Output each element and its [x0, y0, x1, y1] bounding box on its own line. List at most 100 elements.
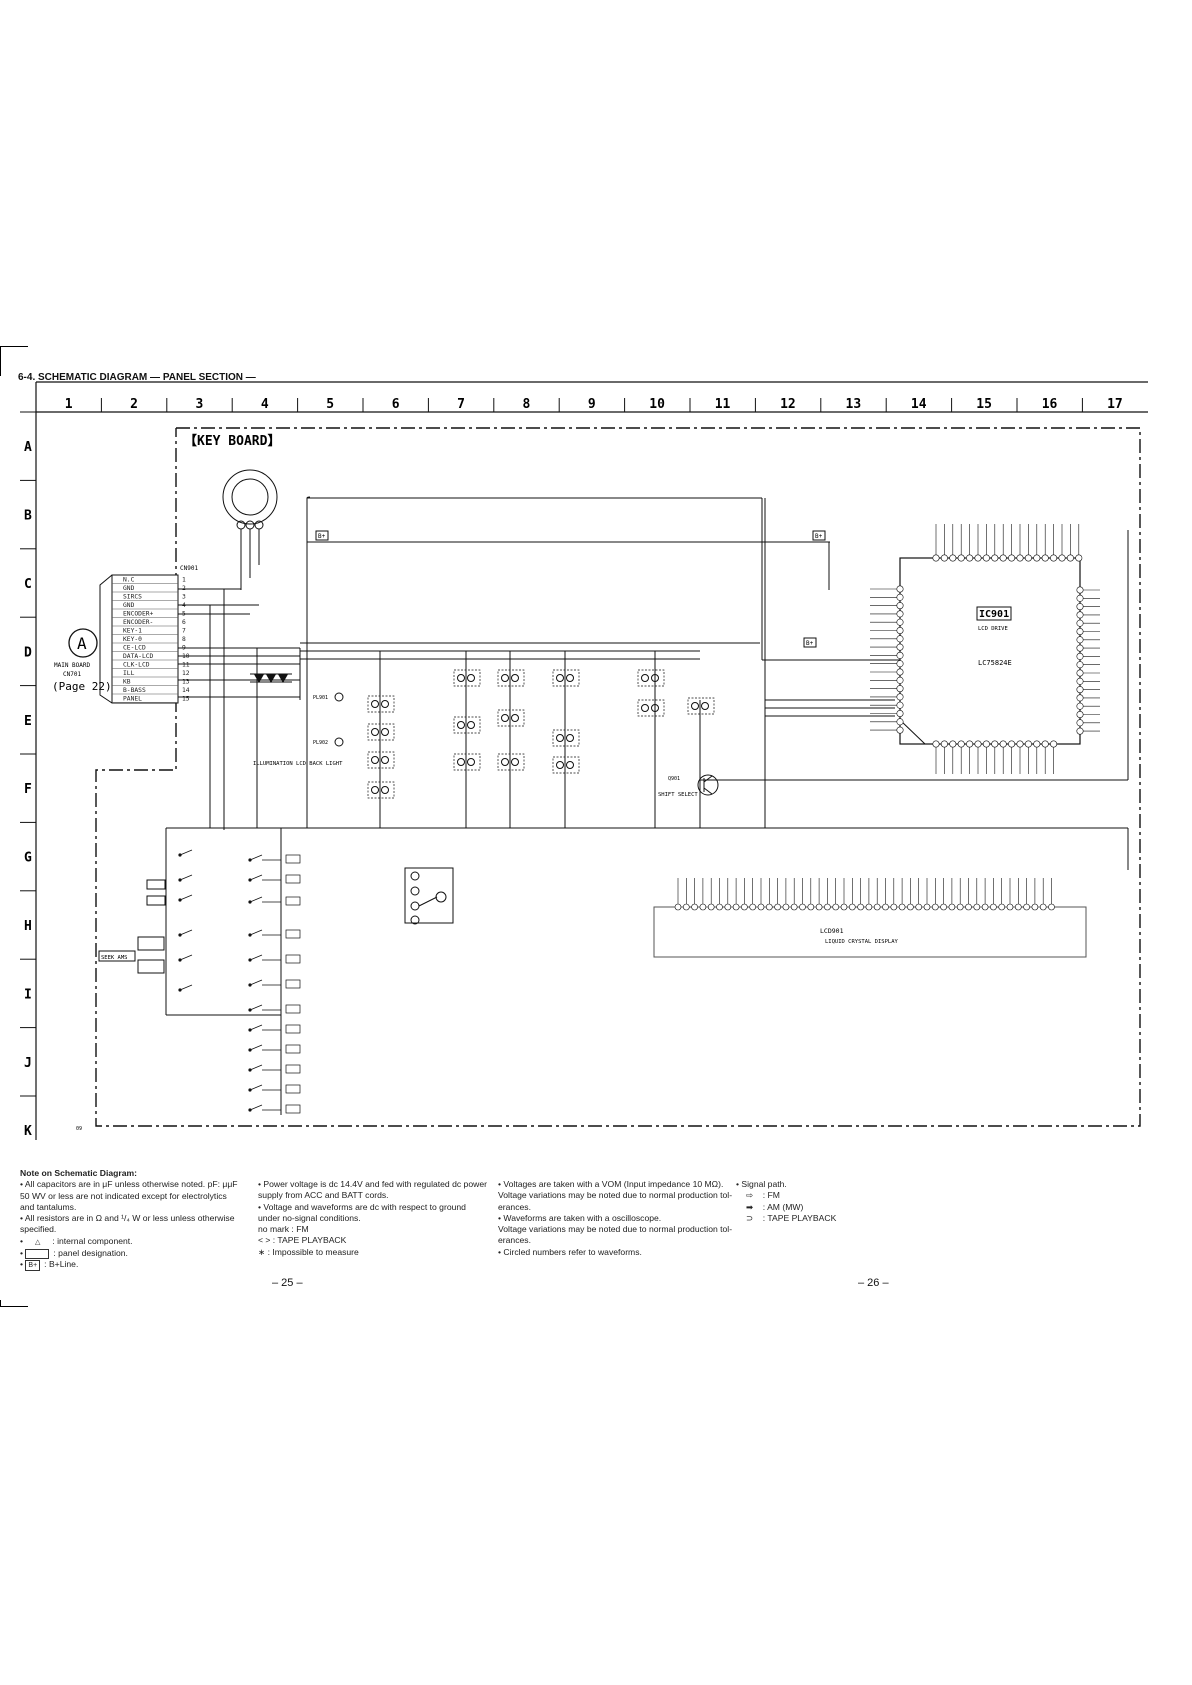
- note-panel: • : panel designation.: [20, 1248, 128, 1259]
- led-icon: [467, 674, 475, 682]
- led-icon: [381, 700, 389, 708]
- notes-col-2: • Power voltage is dc 14.4V and fed with…: [258, 1179, 487, 1258]
- switch-contact: [249, 954, 263, 961]
- led-icon: [556, 761, 564, 769]
- led-icon: [467, 758, 475, 766]
- ic-pin: [1076, 627, 1084, 635]
- bus-lines: [165, 496, 1129, 1115]
- switch-contact: [249, 1084, 263, 1091]
- lcd-pin: [716, 903, 723, 911]
- connector-pin-name: B-BASS: [123, 687, 146, 694]
- page-number-left: – 25 –: [272, 1277, 303, 1289]
- switch-key-box: [285, 1104, 301, 1114]
- column-label: 1: [65, 397, 73, 412]
- switch-node: [248, 983, 252, 987]
- crop-mark-bottom: [0, 1306, 28, 1307]
- lcd-pin: [807, 903, 815, 911]
- switch-node: [248, 958, 252, 962]
- connector-pin-name: DATA-LCD: [123, 653, 154, 660]
- led-icon: [371, 700, 379, 708]
- led-icon: [381, 786, 389, 794]
- seek-label: SEEK AMS: [101, 955, 128, 961]
- ic-pin: [957, 740, 965, 748]
- connector-pin-name: CE-LCD: [123, 645, 146, 652]
- lcd-pin: [1039, 903, 1047, 911]
- ic-pin: [974, 740, 982, 748]
- switch-node: [248, 1008, 252, 1012]
- arrow-outline-icon: ⇨: [746, 1190, 754, 1201]
- ic901-sub: LCD DRIVE: [978, 626, 1008, 632]
- lcd-pin: [1006, 903, 1014, 911]
- lcd-pin: [699, 903, 707, 911]
- led-icon: [501, 674, 509, 682]
- switch-node: [178, 933, 182, 937]
- ic-pin: [957, 554, 965, 562]
- board-outline: [95, 427, 1141, 1127]
- connector-pin-name: ENCODER-: [123, 619, 153, 626]
- lcd-pin: [873, 903, 881, 911]
- column-label: 7: [457, 397, 465, 412]
- switch-contact: [249, 854, 263, 861]
- lcd-pin: [848, 903, 856, 911]
- connector-pin-name: ILL: [123, 670, 135, 677]
- row-label: F: [24, 782, 32, 797]
- ic901-chip: [870, 524, 1100, 774]
- signal-tape-text: : TAPE PLAYBACK: [762, 1212, 837, 1223]
- lcd-pin: [1031, 903, 1039, 911]
- lcd-pin: [790, 903, 798, 911]
- ic-pin: [1076, 727, 1084, 735]
- note-line: erances.: [498, 1201, 531, 1212]
- notes-col-3: • Voltages are taken with a VOM (Input i…: [498, 1179, 732, 1258]
- led-icon: [381, 728, 389, 736]
- switch-contact: [249, 929, 263, 936]
- row-label: B: [24, 509, 32, 524]
- ic-pin: [949, 554, 957, 562]
- column-label: 15: [976, 397, 992, 412]
- ic-pin: [1076, 619, 1084, 627]
- led-icon: [457, 758, 465, 766]
- led-icon: [566, 734, 574, 742]
- row-label: H: [24, 919, 32, 934]
- ic-pin: [896, 585, 904, 593]
- led-icon: [371, 786, 379, 794]
- backlight-label: ILLUMINATION LCD BACK LIGHT: [253, 761, 343, 767]
- lcd-pin: [732, 903, 740, 911]
- pilot-lamps: [334, 692, 344, 747]
- connector-pin-name: SIRCS: [123, 594, 142, 601]
- note-internal-text: : internal component.: [52, 1235, 133, 1246]
- switch-contact: [179, 929, 193, 936]
- switch-contact: [249, 1044, 263, 1051]
- note-line: ∗ : Impossible to measure: [258, 1246, 359, 1257]
- switch-node: [248, 1108, 252, 1112]
- switch-contact: [179, 849, 193, 856]
- lcd-pin: [965, 903, 972, 911]
- ic-pin: [1024, 740, 1032, 748]
- column-ticks: [35, 398, 1083, 412]
- switch-node: [248, 1048, 252, 1052]
- switch-array: [178, 849, 301, 1114]
- led-icon: [511, 758, 519, 766]
- note-line: • All resistors are in Ω and ¹/₄ W or le…: [20, 1213, 235, 1224]
- ic-pin: [1076, 686, 1084, 694]
- switch-key-box: [285, 979, 301, 989]
- led-array: [367, 669, 715, 799]
- signal-tape: ⊃ : TAPE PLAYBACK: [736, 1213, 836, 1224]
- arrow-tape-icon: ⊃: [746, 1212, 754, 1223]
- note-line: • Circled numbers refer to waveforms.: [498, 1246, 642, 1257]
- row-label: G: [24, 851, 32, 866]
- ic-pin: [896, 618, 904, 626]
- row-label: E: [24, 714, 32, 729]
- corner-mark: 09: [76, 1126, 82, 1132]
- lcd-pin: [973, 903, 981, 911]
- column-label: 17: [1107, 397, 1123, 412]
- ic-pin: [999, 554, 1007, 562]
- column-label: 10: [649, 397, 665, 412]
- led-icon: [511, 714, 519, 722]
- crop-mark-top: [0, 346, 28, 347]
- switch-node: [248, 933, 252, 937]
- ic-pin: [1058, 554, 1066, 562]
- led-icon: [556, 674, 564, 682]
- ic-pin: [1041, 554, 1049, 562]
